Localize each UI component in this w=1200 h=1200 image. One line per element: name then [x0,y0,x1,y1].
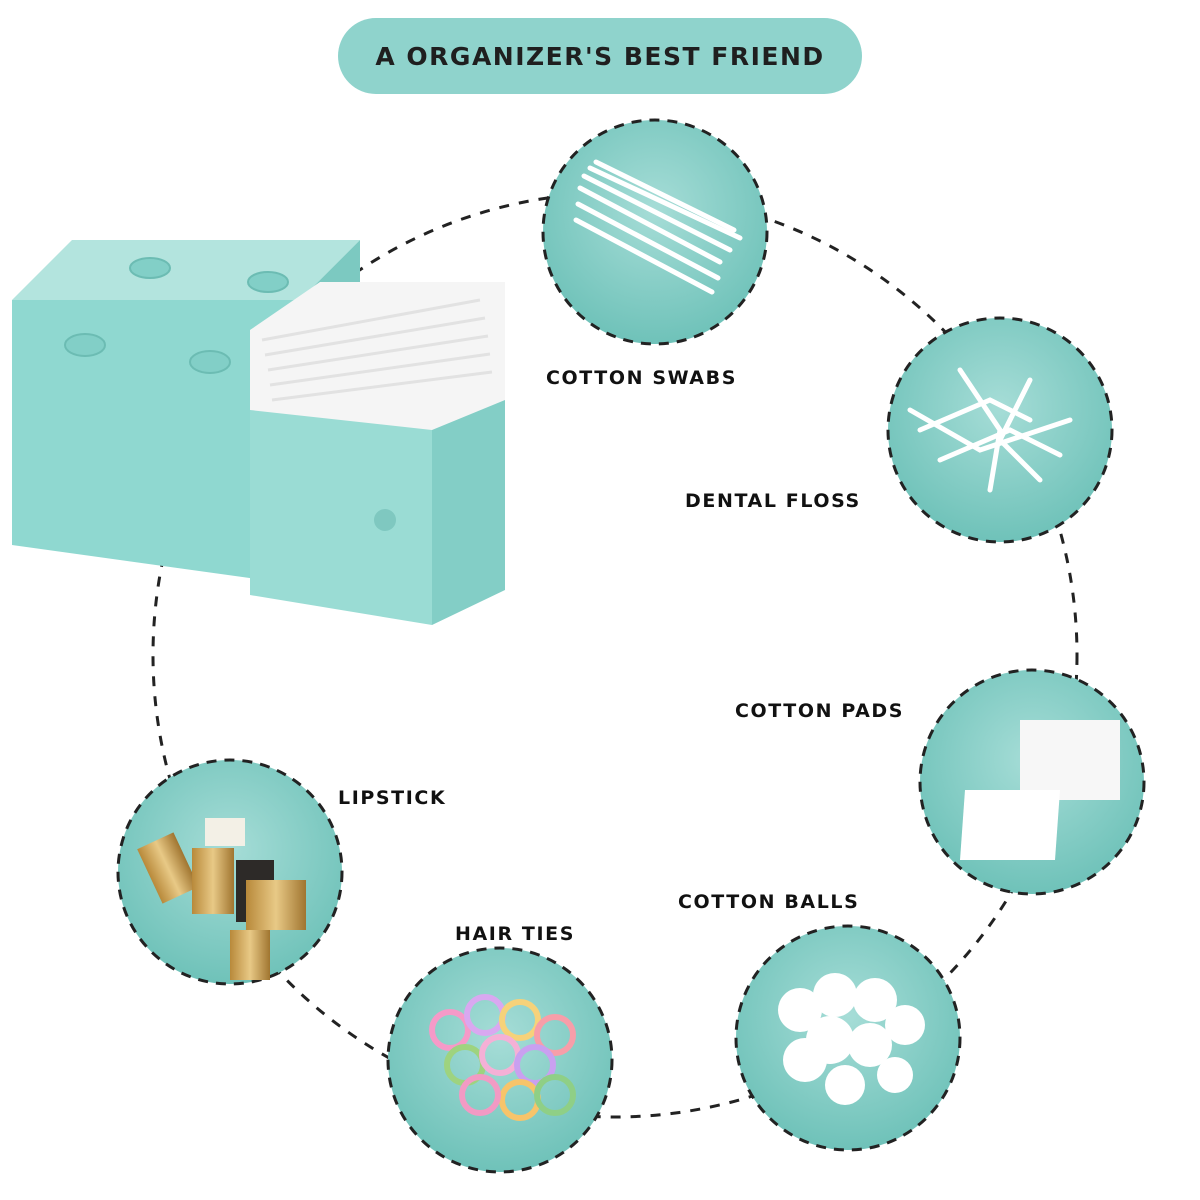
cotton-swabs-circle [541,118,769,346]
cotton-pads-circle [918,668,1146,896]
label-cotton-pads: COTTON PADS [735,700,905,722]
organizer-box-icon [12,240,505,625]
label-lipstick: LIPSTICK [338,787,447,809]
label-hair-ties: HAIR TIES [455,923,576,945]
hair-ties-circle [386,946,614,1174]
label-cotton-balls: COTTON BALLS [678,891,860,913]
title-banner: A ORGANIZER'S BEST FRIEND [338,18,862,94]
dental-floss-circle [886,316,1114,544]
lipstick-circle [116,758,344,986]
cotton-balls-circle [734,924,962,1152]
banner-title: A ORGANIZER'S BEST FRIEND [375,41,825,71]
dashed-orbit [151,191,1079,1119]
label-dental-floss: DENTAL FLOSS [685,490,861,512]
label-cotton-swabs: COTTON SWABS [546,367,737,389]
